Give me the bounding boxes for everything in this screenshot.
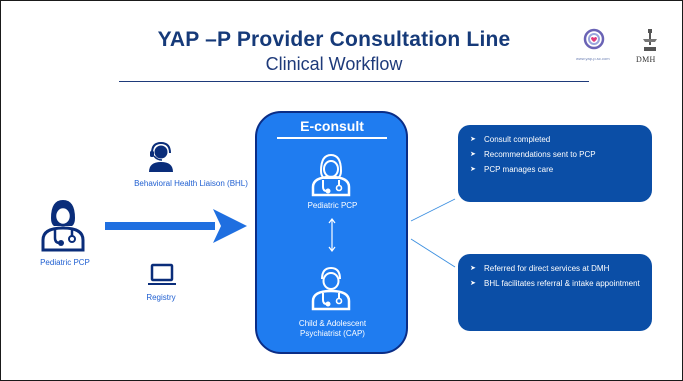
headset-icon xyxy=(149,141,173,172)
arrow-icon xyxy=(105,209,247,243)
econsult-cap-label-line1: Child & Adolescent xyxy=(298,319,367,328)
pcp-label: Pediatric PCP xyxy=(40,258,90,267)
outcome-item: ➤Recommendations sent to PCP xyxy=(470,150,596,159)
dmh-logo-icon xyxy=(643,29,657,51)
pcp-doctor-icon xyxy=(311,153,351,197)
bullet-arrow-icon: ➤ xyxy=(470,166,476,173)
cap-doctor-icon xyxy=(311,266,351,311)
econsult-cap-label-line2: Psychiatrist (CAP) xyxy=(300,329,365,338)
logo-area: www.yap-p-sc.com DMH xyxy=(574,25,670,73)
outcome-item: ➤Consult completed xyxy=(470,135,551,144)
outcome-box-referred: ➤Referred for direct services at DMH ➤BH… xyxy=(458,254,652,331)
econsult-card: E-consult Pediatric PCP Child & Adolesce xyxy=(255,111,408,354)
outcome-item: ➤Referred for direct services at DMH xyxy=(470,264,610,273)
bullet-arrow-icon: ➤ xyxy=(470,136,476,143)
laptop-icon xyxy=(148,263,176,285)
title-divider xyxy=(119,81,589,82)
page-subtitle: Clinical Workflow xyxy=(265,54,403,74)
bullet-arrow-icon: ➤ xyxy=(470,280,476,287)
outcome-item: ➤BHL facilitates referral & intake appoi… xyxy=(470,279,640,288)
bullet-arrow-icon: ➤ xyxy=(470,265,476,272)
bullet-arrow-icon: ➤ xyxy=(470,151,476,158)
connector-lines xyxy=(410,198,456,268)
bhl-label: Behavioral Health Liaison (BHL) xyxy=(134,179,248,188)
double-arrow-icon xyxy=(328,218,336,252)
logo-dmh-text: DMH xyxy=(636,55,656,64)
yap-logo-icon xyxy=(583,28,605,50)
econsult-title: E-consult xyxy=(277,117,387,139)
pcp-person-icon xyxy=(41,200,85,252)
outcome-item: ➤PCP manages care xyxy=(470,165,554,174)
page-title: YAP –P Provider Consultation Line xyxy=(157,28,511,51)
registry-label: Registry xyxy=(146,293,176,302)
outcome-box-completed: ➤Consult completed ➤Recommendations sent… xyxy=(458,125,652,202)
logo-url-text: www.yap-p-sc.com xyxy=(576,56,610,61)
econsult-pcp-label: Pediatric PCP xyxy=(307,201,358,210)
